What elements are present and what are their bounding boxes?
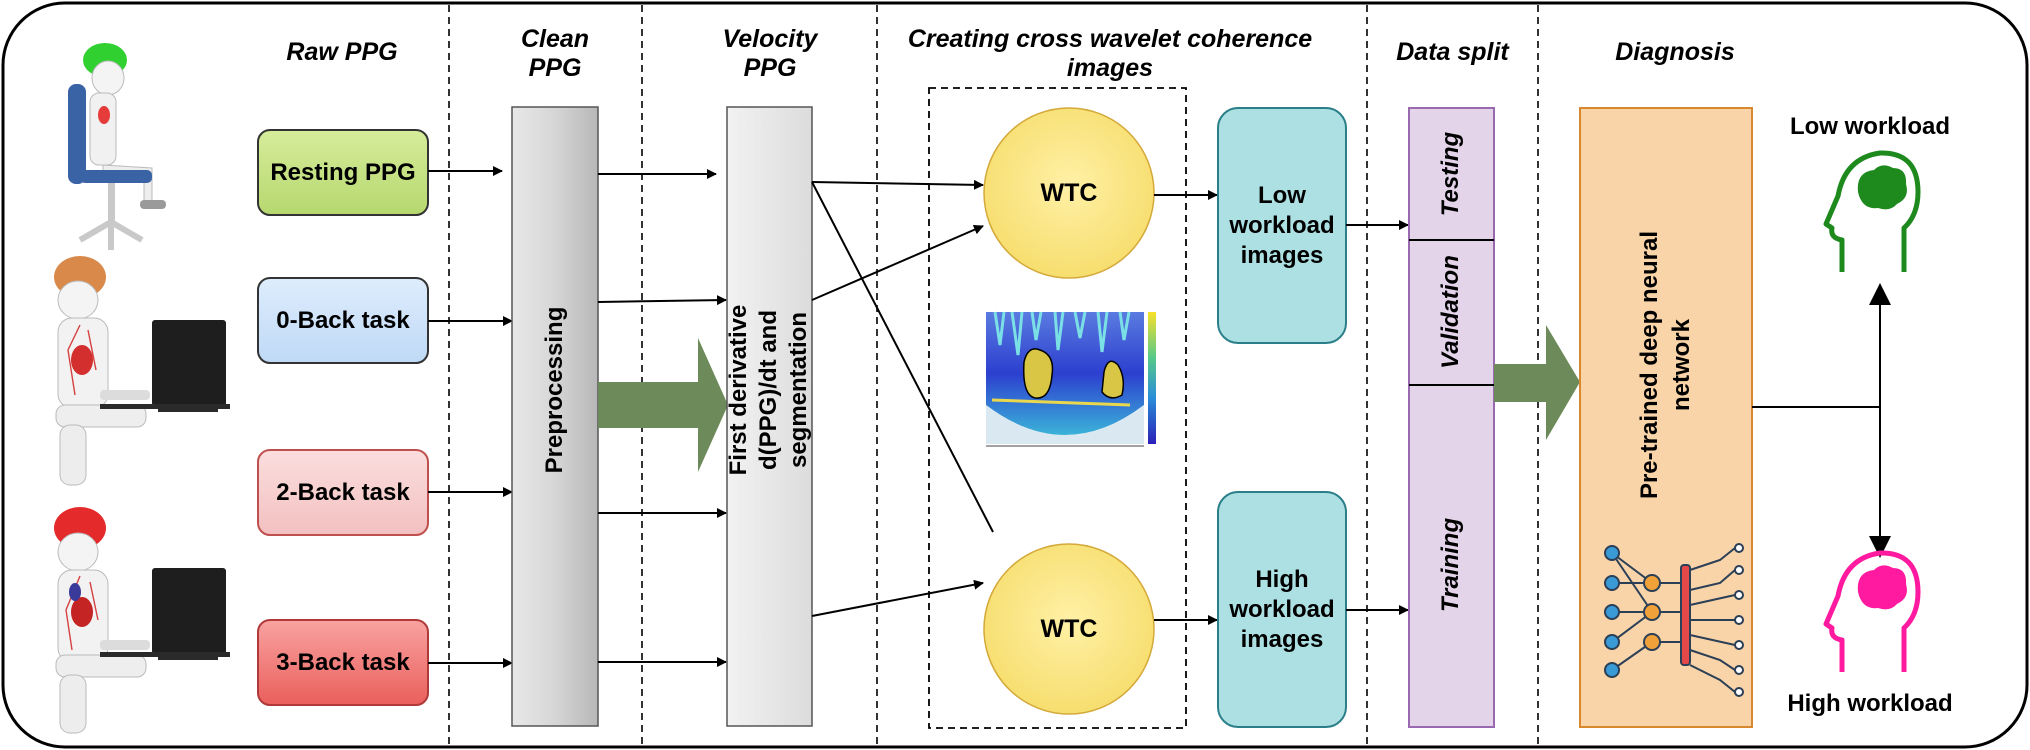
arrow-deriv-to-wtc-top-2 bbox=[811, 224, 984, 301]
network-box bbox=[1579, 107, 1753, 728]
wtc-bottom-circle bbox=[983, 543, 1155, 715]
two-back-label: 2-Back task bbox=[276, 478, 410, 506]
header-clean-ppg: Clean PPG bbox=[520, 25, 590, 82]
low-workload-brain bbox=[1857, 165, 1907, 210]
three-back-label: 3-Back task bbox=[276, 648, 410, 676]
zero-back-monitor bbox=[152, 320, 226, 406]
split-training-label: Training bbox=[1437, 517, 1464, 613]
n-back-heart-icon bbox=[71, 597, 93, 627]
zero-back-label: 0-Back task bbox=[276, 306, 410, 334]
preprocessing-label: Preprocessing bbox=[541, 306, 568, 474]
wtc-bottom-label: WTC bbox=[1040, 614, 1098, 643]
big-arrow-split bbox=[1494, 325, 1580, 440]
high-workload-brain bbox=[1857, 565, 1907, 610]
column-dividers bbox=[448, 5, 1539, 745]
header-raw-ppg: Raw PPG bbox=[286, 38, 398, 66]
person-resting-illustration bbox=[68, 43, 166, 250]
zero-back-heart-icon bbox=[71, 345, 93, 375]
resting-ppg-label: Resting PPG bbox=[270, 158, 416, 186]
split-bar bbox=[1408, 107, 1495, 728]
person-n-back-illustration bbox=[54, 507, 230, 734]
derivative-bar bbox=[726, 106, 813, 727]
high-workload-label: High workload bbox=[1787, 690, 1953, 717]
resting-heart-icon bbox=[98, 106, 110, 124]
neural-network-icon bbox=[1604, 543, 1744, 697]
header-velocity-ppg: Velocity PPG bbox=[722, 25, 818, 82]
split-testing-label: Testing bbox=[1437, 131, 1464, 217]
high-workload-head-icon bbox=[1823, 550, 1921, 672]
arrow-deriv-to-wtc-top-1 bbox=[811, 179, 984, 190]
low-images-label: Low workload images bbox=[1229, 181, 1335, 269]
n-back-monitor bbox=[152, 568, 226, 654]
resting-ppg-box-shape bbox=[257, 129, 429, 216]
network-label: Pre-trained deep neural network bbox=[1636, 230, 1695, 500]
split-validation-label: Validation bbox=[1437, 255, 1464, 369]
wtc-top-circle bbox=[983, 107, 1155, 279]
coherence-thumbnail bbox=[986, 311, 1156, 447]
header-data-split: Data split bbox=[1396, 38, 1509, 66]
big-arrow-preproc bbox=[598, 338, 728, 472]
low-workload-head-icon bbox=[1823, 150, 1921, 272]
derivative-label: First derivative d(PPG)/dt and segmentat… bbox=[725, 304, 812, 476]
header-wavelet: Creating cross wavelet coherence images bbox=[907, 25, 1313, 82]
wtc-top-label: WTC bbox=[1040, 178, 1098, 207]
cross-line-deriv bbox=[811, 181, 994, 533]
low-workload-label: Low workload bbox=[1789, 113, 1950, 140]
arrow-preproc-to-deriv-2 bbox=[597, 295, 727, 306]
person-zero-back-illustration bbox=[54, 256, 230, 486]
header-diagnosis: Diagnosis bbox=[1615, 38, 1735, 66]
arrow-deriv-to-wtc-bottom bbox=[811, 579, 984, 617]
wtc-enclosure bbox=[928, 87, 1187, 729]
high-images-label: High workload images bbox=[1229, 565, 1335, 653]
